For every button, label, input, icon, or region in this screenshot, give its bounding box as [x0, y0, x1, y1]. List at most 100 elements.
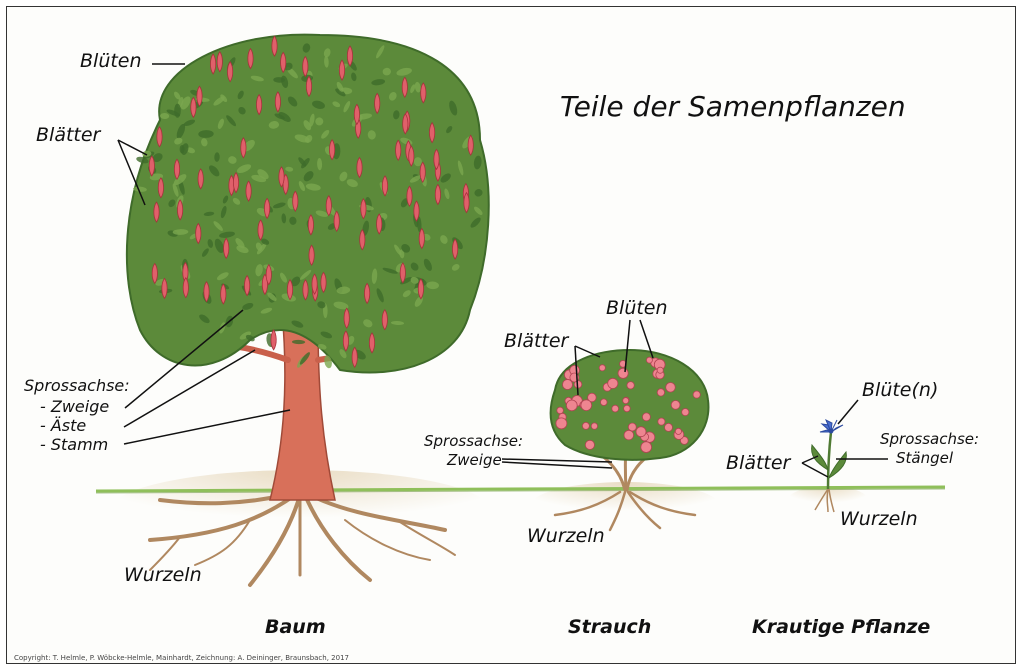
caption-baum: Baum: [265, 616, 326, 638]
leaf-mark: [220, 94, 228, 103]
blossom-mark: [467, 134, 474, 156]
leaf-mark: [214, 152, 220, 162]
leaf-mark: [410, 276, 419, 284]
shrub-blossom-mark: [627, 422, 637, 432]
leaf-mark: [209, 165, 220, 177]
leaf-mark: [413, 157, 422, 167]
leaf-mark: [363, 319, 373, 328]
blossom-mark: [195, 222, 202, 245]
blossom-mark: [256, 93, 263, 116]
blossom-mark: [338, 59, 346, 81]
caption-strauch: Strauch: [568, 616, 652, 638]
leaf-mark: [201, 248, 209, 257]
leaf-mark: [213, 221, 223, 231]
label-shrub-blueten: Blüten: [606, 297, 668, 319]
label-shrub-zweige: Zweige: [447, 451, 502, 469]
blossom-mark: [264, 197, 271, 220]
leaf-mark: [323, 48, 331, 58]
shrub-blossom-mark: [681, 408, 690, 417]
leaf-mark: [303, 171, 314, 182]
shrub-blossom-mark: [656, 388, 666, 397]
leaf-mark: [186, 147, 196, 154]
shrub-blossom-mark: [646, 356, 653, 364]
leaf-mark: [339, 171, 348, 182]
blossom-mark: [151, 262, 158, 285]
blossom-mark: [210, 53, 217, 75]
blossom-mark: [305, 75, 313, 98]
blossom-mark: [376, 213, 383, 235]
blossom-mark: [308, 244, 315, 266]
leaf-mark: [423, 258, 432, 271]
blossom-mark: [227, 61, 234, 83]
leaf-mark: [371, 268, 378, 284]
blossom-mark: [342, 330, 349, 352]
copyright-text: Copyright: T. Helmle, P. Wöbcke-Helmle, …: [14, 654, 349, 662]
leaf-mark: [303, 120, 312, 131]
leaf-mark: [174, 103, 181, 118]
leaf-mark: [376, 45, 385, 59]
leaf-mark: [315, 210, 329, 217]
leaf-mark: [332, 101, 341, 108]
leaf-mark: [409, 175, 422, 183]
blossom-mark: [429, 121, 436, 144]
label-tree-blaetter: Blätter: [36, 124, 101, 146]
shrub-blossom-mark: [611, 404, 619, 413]
herb-roots: [814, 488, 835, 513]
leaf-mark: [457, 160, 464, 176]
leaf-mark: [260, 307, 273, 314]
blossom-mark: [413, 200, 420, 222]
blossom-mark: [307, 214, 314, 236]
shrub-blossom-mark: [598, 364, 606, 372]
blossom-mark: [247, 47, 254, 70]
leaf-mark: [446, 126, 453, 134]
leaf-mark: [173, 174, 187, 186]
label-tree-zweige: - Zweige: [40, 397, 110, 416]
leaf-mark: [152, 153, 163, 163]
blossom-mark: [196, 85, 203, 107]
leaf-mark: [219, 231, 235, 238]
blossom-mark: [320, 271, 327, 294]
leaf-mark: [242, 302, 254, 310]
leaf-mark: [237, 90, 244, 100]
blossom-mark: [381, 175, 389, 197]
leaf-mark: [317, 301, 326, 309]
leaf-mark: [324, 355, 332, 369]
leaf-mark: [376, 288, 384, 303]
label-tree-sprossachse: Sprossachse:: [24, 376, 130, 395]
leaf-mark: [298, 181, 306, 192]
leaf-mark: [317, 343, 327, 350]
tree-blossoms: [148, 35, 474, 369]
leaf-mark: [289, 216, 297, 225]
leaf-mark: [236, 164, 252, 173]
blossom-mark: [311, 273, 318, 295]
leaf-mark: [305, 183, 321, 191]
shrub-blossom-mark: [555, 417, 568, 430]
blossom-mark: [346, 45, 354, 67]
blossom-mark: [232, 171, 240, 194]
blossom-mark: [286, 279, 294, 301]
blossom-mark: [280, 51, 287, 74]
label-herb-sprossachse: Sprossachse:: [880, 430, 980, 448]
leaf-mark: [261, 238, 270, 245]
blossom-mark: [244, 274, 251, 297]
blossom-mark: [157, 177, 164, 199]
ground-line: [95, 485, 946, 493]
shrub-blossom-mark: [656, 366, 664, 374]
leaf-mark: [236, 245, 249, 254]
blossom-mark: [406, 185, 413, 207]
leaf-mark: [250, 75, 264, 82]
leader-lines: [117, 63, 888, 478]
leaf-mark: [235, 238, 245, 249]
blossom-mark: [329, 139, 336, 161]
leaf-mark: [228, 156, 237, 164]
blossom-mark: [356, 156, 363, 179]
leaf-mark: [181, 143, 189, 155]
leaf-mark: [382, 267, 398, 274]
shrub-foliage: [549, 348, 710, 461]
blossom-mark: [182, 261, 189, 284]
blossom-mark: [402, 113, 409, 135]
blossom-mark: [343, 307, 350, 329]
leaf-mark: [160, 112, 170, 120]
blossom-mark: [177, 199, 184, 221]
blossom-mark: [245, 180, 252, 202]
